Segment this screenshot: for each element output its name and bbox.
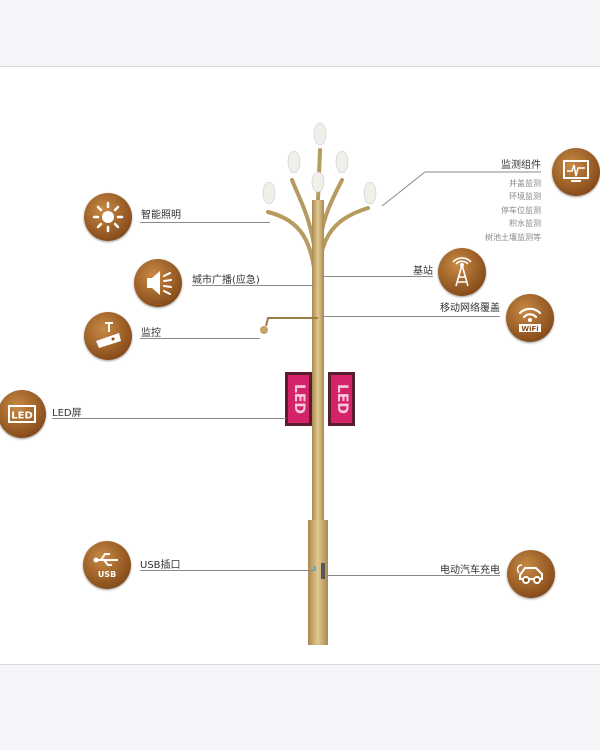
led-icon-text: LED — [11, 411, 33, 422]
led-screen-left-text: LED — [291, 384, 307, 414]
led-icon: LED — [0, 390, 46, 438]
leader-line — [52, 418, 286, 419]
camera-icon — [84, 312, 132, 360]
feature-label-usb: USB插口 — [140, 560, 181, 571]
leader-line — [322, 316, 500, 317]
leader-line — [140, 222, 270, 223]
leader-line — [322, 276, 433, 277]
car-icon — [507, 550, 555, 598]
feature-label-monitoring: 监测组件 — [501, 160, 541, 171]
feature-label-surveillance: 监控 — [141, 328, 161, 339]
wifi-icon-text: WiFi — [521, 325, 538, 333]
feature-label-lighting: 智能照明 — [141, 210, 181, 221]
feature-label-base-station: 基站 — [413, 266, 433, 277]
led-screen-right-text: LED — [334, 384, 350, 414]
monitoring-item: 井盖监测 — [509, 179, 541, 188]
sun-icon — [84, 193, 132, 241]
monitoring-item: 积水监测 — [509, 219, 541, 229]
usb-icon: USB — [83, 541, 131, 589]
speaker-icon — [134, 259, 182, 307]
feature-label-led: LED屏 — [52, 408, 82, 419]
leader-line — [328, 575, 500, 576]
tower-icon — [438, 248, 486, 296]
usb-icon-text: USB — [98, 570, 116, 579]
leader-line — [140, 570, 313, 571]
feature-label-mobile-coverage: 移动网络覆盖 — [440, 303, 500, 314]
leader-line — [192, 285, 314, 286]
monitoring-item: 环境监测 — [509, 192, 541, 202]
monitoring-item: 树池土壤监测等 — [485, 232, 541, 242]
leader-line — [140, 338, 260, 339]
feature-label-ev-charging: 电动汽车充电 — [440, 565, 500, 576]
feature-label-broadcast: 城市广播(应急) — [192, 275, 260, 286]
monitoring-items-list: 井盖监测 环境监测 停车位监测 积水监测 树池土壤监测等 — [485, 177, 541, 244]
wifi-icon: WiFi — [506, 294, 554, 342]
monitor-icon — [552, 148, 600, 196]
monitoring-item: 停车位监测 — [501, 205, 541, 215]
